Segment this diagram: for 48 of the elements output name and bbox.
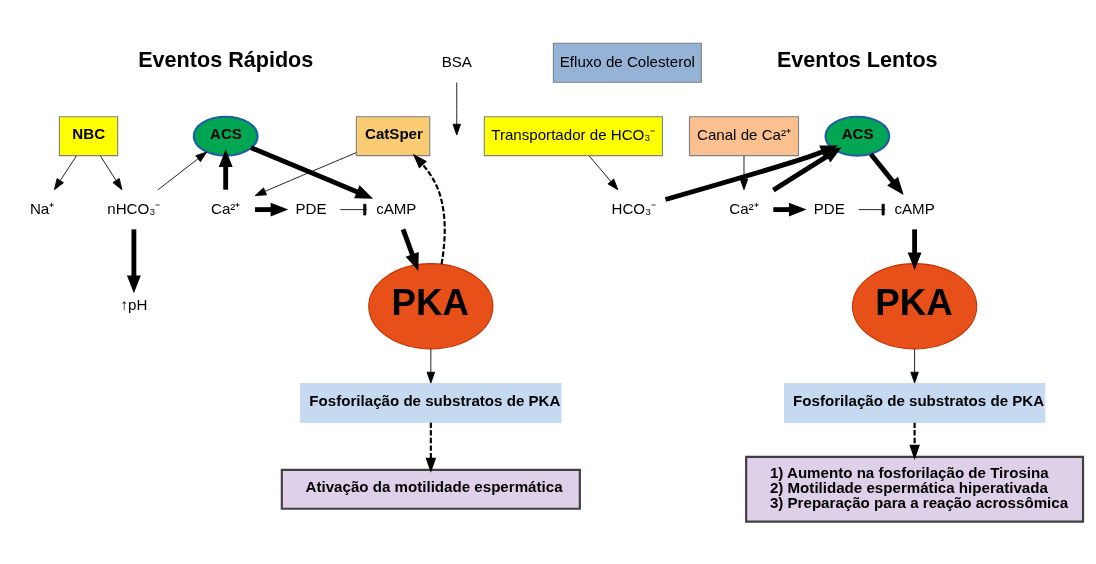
node-text: ↑pH bbox=[120, 295, 148, 313]
arrow bbox=[909, 422, 920, 460]
connector bbox=[339, 203, 368, 215]
node-box: Canal de Ca²⁺ bbox=[688, 115, 800, 156]
arrow bbox=[412, 153, 446, 264]
arrow bbox=[739, 155, 749, 190]
node-text: PDE bbox=[813, 199, 845, 217]
arrow bbox=[907, 228, 922, 270]
node-ellipse: ACS bbox=[192, 115, 259, 157]
node-text: Ca²⁺ bbox=[729, 199, 759, 217]
arrow bbox=[773, 202, 807, 217]
arrow bbox=[100, 155, 123, 190]
node-text: Ca²⁺ bbox=[210, 199, 241, 217]
arrow bbox=[869, 152, 904, 195]
label: Eventos Rápidos bbox=[138, 46, 314, 72]
node-box: CatSper bbox=[355, 115, 431, 156]
node-text: PDE bbox=[295, 199, 327, 217]
arrow bbox=[126, 228, 141, 293]
arrow bbox=[400, 228, 419, 271]
arrow bbox=[250, 145, 374, 199]
label: Eventos Lentos bbox=[776, 46, 938, 72]
node-text: Na⁺ bbox=[29, 199, 55, 217]
arrow bbox=[426, 348, 436, 383]
arrow bbox=[452, 81, 461, 135]
arrow bbox=[425, 422, 437, 473]
node-text: cAMP bbox=[894, 199, 935, 217]
arrow bbox=[588, 155, 619, 190]
node-ellipse: ACS bbox=[824, 115, 891, 157]
node-box: Efluxo de Colesterol bbox=[552, 42, 702, 83]
node-box: Ativação da motilidade espermática bbox=[280, 468, 581, 510]
node-text: nHCO₃⁻ bbox=[107, 199, 161, 217]
arrow bbox=[255, 202, 289, 217]
connector bbox=[858, 203, 886, 215]
node-text: BSA bbox=[441, 52, 472, 70]
node-box: NBC bbox=[58, 115, 119, 156]
node-ellipse: PKA bbox=[851, 262, 978, 349]
node-box: 1) Aumento na fosforilação de Tirosina 2) Motilidade espermática hiperativada 3) Preparação para a reação acrossômica bbox=[745, 455, 1085, 523]
node-box: Transportador de HCO₃⁻ bbox=[483, 115, 663, 156]
node-box: Fosforilação de substratos de PKA bbox=[783, 382, 1046, 423]
node-ellipse: PKA bbox=[368, 262, 494, 349]
arrow bbox=[218, 148, 233, 190]
arrow bbox=[53, 155, 77, 190]
arrow bbox=[157, 151, 208, 190]
node-text: HCO₃⁻ bbox=[611, 199, 657, 217]
arrow bbox=[254, 151, 357, 196]
node-text: cAMP bbox=[376, 199, 417, 217]
arrow bbox=[910, 348, 919, 383]
node-box: Fosforilação de substratos de PKA bbox=[300, 382, 562, 423]
